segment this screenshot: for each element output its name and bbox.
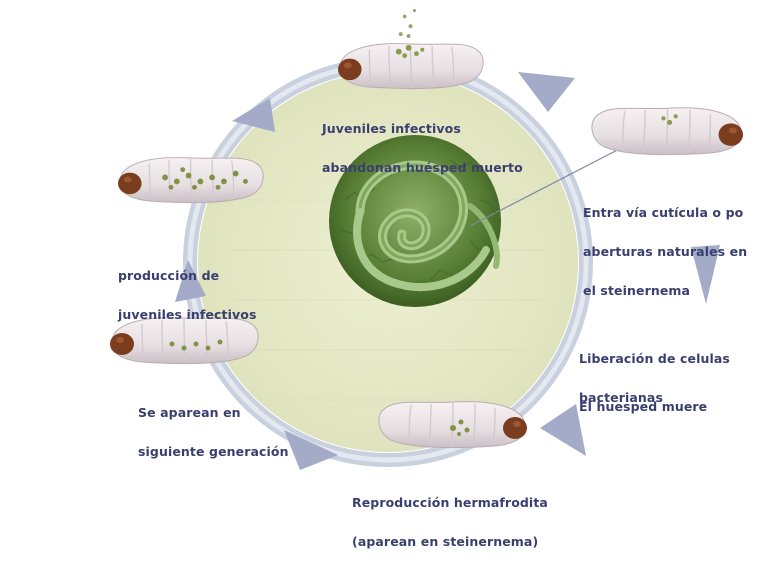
label-line: siguiente generación xyxy=(138,445,289,458)
label-line: producción de xyxy=(118,269,257,282)
label-line: Entra vía cutícula o po xyxy=(583,206,747,219)
label-line: abandonan huésped muerto xyxy=(322,161,523,174)
label-line: Reproducción hermafrodita xyxy=(352,496,548,509)
grub-larva-icon xyxy=(338,9,483,89)
label-line: Liberación de celulas xyxy=(579,352,730,365)
grub-larva-icon xyxy=(379,402,527,448)
grub-larva-icon xyxy=(118,158,263,203)
label-juvenile-production: producción de juveniles infectivos xyxy=(118,243,257,347)
label-line: juveniles infectivos xyxy=(118,308,257,321)
label-juveniles-leave-host: Juveniles infectivos abandonan huésped m… xyxy=(322,96,523,200)
label-line: (aparean en steinernema) xyxy=(352,535,548,548)
grub-larva-icon xyxy=(592,108,743,155)
label-line: Juveniles infectivos xyxy=(322,122,523,135)
label-line: El huesped muere xyxy=(579,400,707,413)
label-entry-cuticle: Entra vía cutícula o po aberturas natura… xyxy=(583,180,747,323)
label-host-dies: El huesped muere xyxy=(579,374,707,439)
label-hermaphrodite-reproduction: Reproducción hermafrodita (aparean en st… xyxy=(352,470,548,574)
label-line: aberturas naturales en xyxy=(583,245,747,258)
label-line: el steinernema xyxy=(583,284,747,297)
label-mating-next-generation: Se aparean en siguiente generación xyxy=(138,380,289,484)
label-line: Se aparean en xyxy=(138,406,289,419)
